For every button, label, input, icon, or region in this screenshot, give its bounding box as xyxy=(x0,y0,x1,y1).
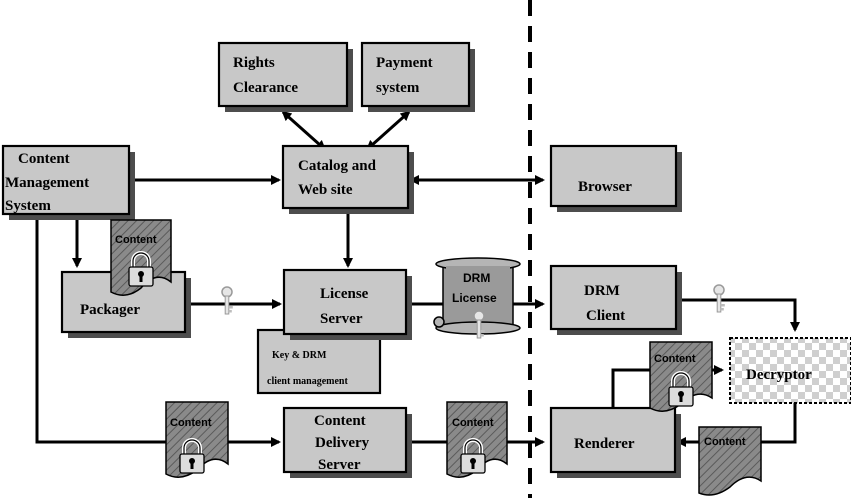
content-delivery-server-box: Content Delivery Server xyxy=(282,406,412,478)
renderer-box: Renderer xyxy=(549,406,681,478)
content-label: Content xyxy=(704,436,746,448)
key-management-line2: client management xyxy=(267,376,348,387)
cds-line2: Delivery xyxy=(315,435,370,451)
locked-content-document-cds-renderer: Content xyxy=(446,401,508,478)
packager-label: Packager xyxy=(80,302,140,318)
catalog-line2: Web site xyxy=(298,182,353,198)
key-management-box: Key & DRM client management xyxy=(256,328,382,395)
browser-box: Browser xyxy=(549,144,682,212)
cms-box: Content Management System xyxy=(1,144,135,220)
cms-line2: Management xyxy=(5,175,89,191)
key-icon xyxy=(221,286,234,315)
content-label: Content xyxy=(654,353,696,365)
drm-client-line2: Client xyxy=(586,308,625,324)
catalog-line1: Catalog and xyxy=(298,158,377,174)
cds-line1: Content xyxy=(314,413,366,429)
key-management-line1: Key & DRM xyxy=(272,350,327,361)
decryptor-label: Decryptor xyxy=(746,367,812,383)
arrow-drmclient-decryptor xyxy=(680,298,800,332)
payment-system-line2: system xyxy=(376,80,420,96)
locked-content-document-renderer: Content xyxy=(649,341,713,412)
license-server-box: License Server xyxy=(282,268,412,340)
content-label: Content xyxy=(170,417,212,429)
drm-license-scroll: DRM License xyxy=(433,257,521,339)
content-label: Content xyxy=(452,417,494,429)
browser-label: Browser xyxy=(578,179,632,195)
arrow-catalog-rights xyxy=(281,110,326,151)
rights-clearance-line1: Rights xyxy=(233,55,275,71)
locked-content-document-packager: Content xyxy=(110,219,172,296)
cms-line3: System xyxy=(5,198,51,214)
cms-line1: Content xyxy=(18,151,70,167)
payment-system-box: Payment system xyxy=(360,41,475,112)
arrow-catalog-payment xyxy=(366,110,411,151)
rights-clearance-box: Rights Clearance xyxy=(217,41,353,112)
drm-client-line1: DRM xyxy=(584,283,620,299)
license-server-line1: License xyxy=(320,286,369,302)
content-label: Content xyxy=(115,234,157,246)
decryptor-box: Decryptor xyxy=(729,337,851,404)
drm-license-line2: License xyxy=(452,291,497,305)
drm-client-box: DRM Client xyxy=(549,264,682,335)
rights-clearance-line2: Clearance xyxy=(233,80,298,96)
license-server-line2: Server xyxy=(320,311,363,327)
catalog-box: Catalog and Web site xyxy=(281,144,414,214)
payment-system-line1: Payment xyxy=(376,55,433,71)
cds-line3: Server xyxy=(318,457,361,473)
decrypted-content-document: Content xyxy=(698,426,762,496)
renderer-label: Renderer xyxy=(574,436,635,452)
drm-license-line1: DRM xyxy=(463,271,490,285)
locked-content-document-cms-cds: Content xyxy=(165,401,229,478)
